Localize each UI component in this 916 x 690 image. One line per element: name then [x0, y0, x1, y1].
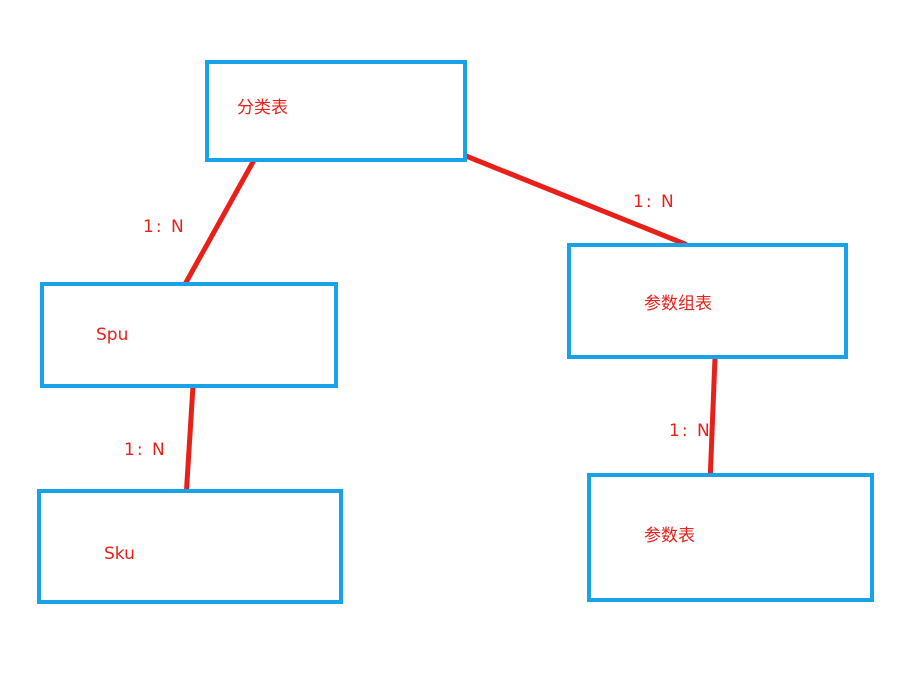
- node-param-group-table: 参数组表: [567, 243, 848, 359]
- node-param-table: 参数表: [587, 473, 874, 602]
- node-param-label: 参数表: [644, 526, 695, 546]
- edge-label-category-spu: 1: N: [143, 217, 186, 237]
- edge-label-param-group-param: 1: N: [669, 421, 712, 441]
- node-category-table: 分类表: [205, 60, 467, 162]
- node-sku-label: Sku: [104, 544, 135, 564]
- edge-category-to-spu: [181, 159, 256, 289]
- node-param-group-label: 参数组表: [644, 293, 712, 314]
- node-spu-label: Spu: [96, 325, 129, 345]
- node-sku-table: Sku: [37, 489, 343, 604]
- edge-spu-to-sku: [183, 383, 196, 501]
- edge-label-category-param-group: 1: N: [633, 192, 676, 212]
- node-category-label: 分类表: [237, 98, 288, 118]
- node-spu-table: Spu: [40, 282, 338, 388]
- edge-label-spu-sku: 1: N: [124, 440, 167, 460]
